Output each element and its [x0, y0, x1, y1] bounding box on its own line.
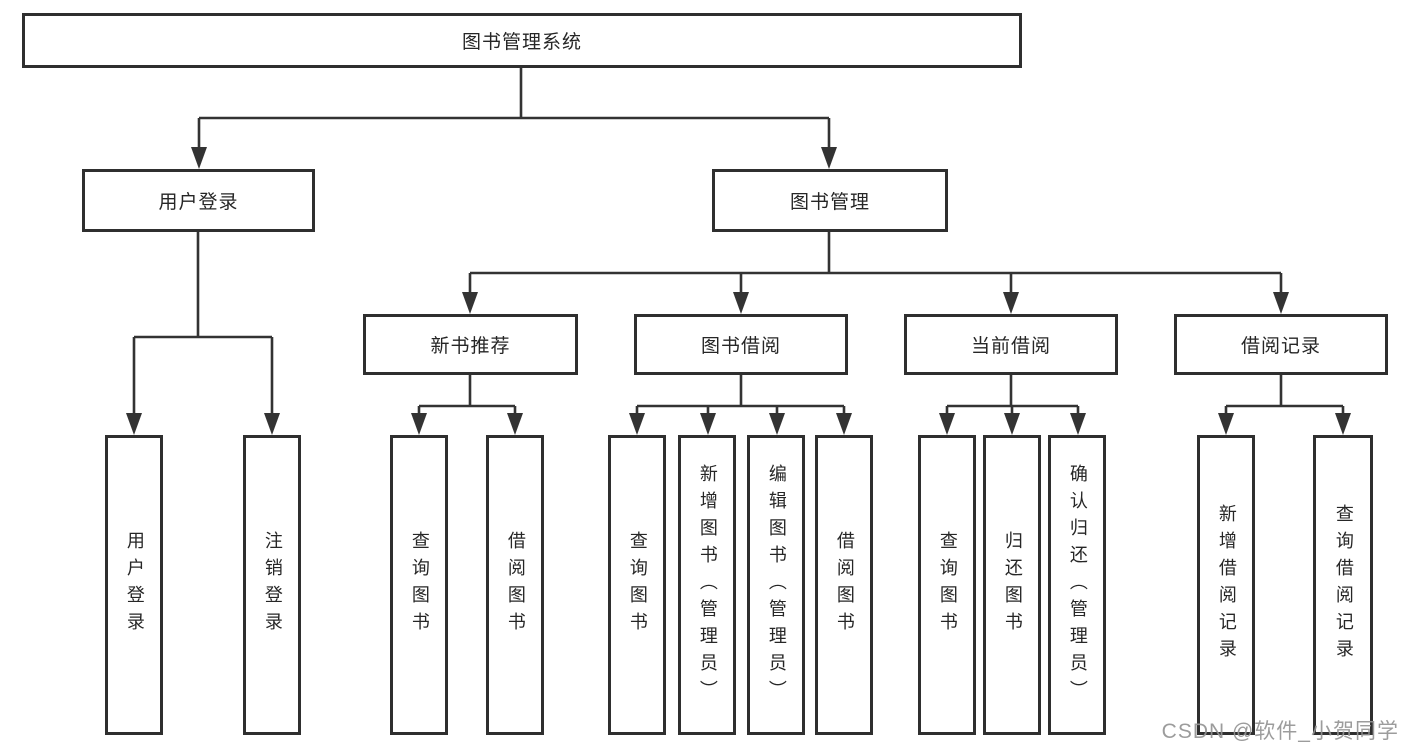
leaf-query-books-recommend-label: 查询图书 [409, 531, 430, 639]
leaf-logout: 注销登录 [243, 435, 301, 735]
node-root-library-system: 图书管理系统 [22, 13, 1022, 68]
leaf-query-borrow-record-label: 查询借阅记录 [1333, 504, 1354, 666]
leaf-add-borrow-record: 新增借阅记录 [1197, 435, 1255, 735]
leaf-return-book-label: 归还图书 [1002, 531, 1023, 639]
leaf-borrow-books-recommend: 借阅图书 [486, 435, 544, 735]
node-book-borrowing: 图书借阅 [634, 314, 848, 375]
leaf-query-books-current-label: 查询图书 [937, 531, 958, 639]
leaf-add-book-admin-label: 新增图书（管理员） [697, 463, 718, 707]
node-current-borrowing: 当前借阅 [904, 314, 1118, 375]
leaf-query-books-borrowing-label: 查询图书 [627, 531, 648, 639]
leaf-query-books-borrowing: 查询图书 [608, 435, 666, 735]
leaf-edit-book-admin-label: 编辑图书（管理员） [766, 463, 787, 707]
leaf-return-book: 归还图书 [983, 435, 1041, 735]
node-user-login: 用户登录 [82, 169, 315, 232]
leaf-query-books-current: 查询图书 [918, 435, 976, 735]
leaf-logout-label: 注销登录 [262, 531, 283, 639]
leaf-user-login: 用户登录 [105, 435, 163, 735]
leaf-borrow-books-borrowing-label: 借阅图书 [834, 531, 855, 639]
leaf-add-book-admin: 新增图书（管理员） [678, 435, 736, 735]
node-borrowing-records: 借阅记录 [1174, 314, 1388, 375]
node-new-book-recommendation: 新书推荐 [363, 314, 578, 375]
node-book-management: 图书管理 [712, 169, 948, 232]
leaf-query-books-recommend: 查询图书 [390, 435, 448, 735]
leaf-borrow-books-borrowing: 借阅图书 [815, 435, 873, 735]
leaf-borrow-books-recommend-label: 借阅图书 [505, 531, 526, 639]
leaf-query-borrow-record: 查询借阅记录 [1313, 435, 1373, 735]
leaf-confirm-return-admin-label: 确认归还（管理员） [1067, 463, 1088, 707]
leaf-confirm-return-admin: 确认归还（管理员） [1048, 435, 1106, 735]
leaf-user-login-label: 用户登录 [124, 531, 145, 639]
leaf-add-borrow-record-label: 新增借阅记录 [1216, 504, 1237, 666]
csdn-watermark: CSDN @软件_小贺同学 [1161, 720, 1399, 743]
leaf-edit-book-admin: 编辑图书（管理员） [747, 435, 805, 735]
